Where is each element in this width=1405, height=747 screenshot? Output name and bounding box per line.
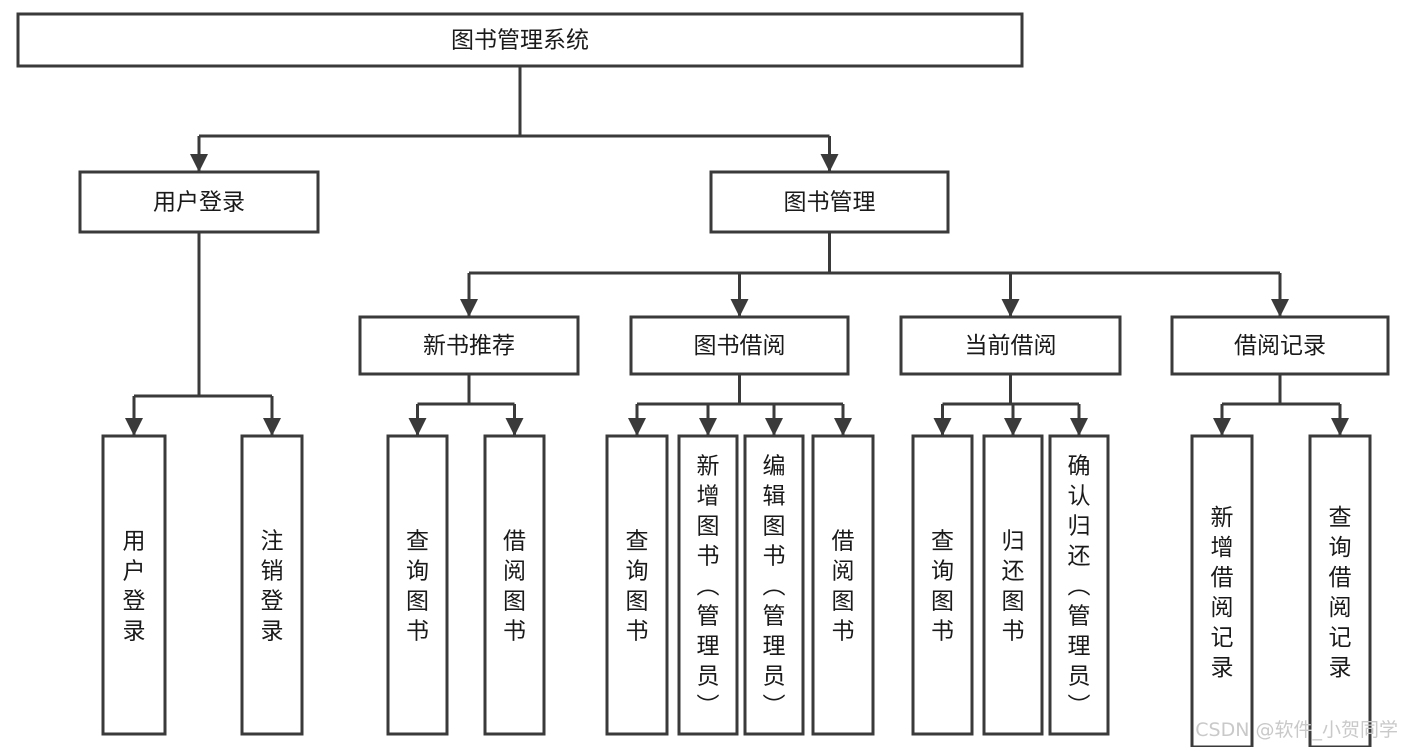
node-box-book-borrow <box>629 315 850 376</box>
node-l-add-record[interactable]: 新增借阅记录 <box>1190 434 1254 747</box>
node-label-l-add-book: 新增图书︵管理员︶ <box>697 453 720 719</box>
node-box-user-login <box>78 170 320 234</box>
node-label-l-add-record: 新增借阅记录 <box>1211 505 1234 681</box>
node-label-new-book-rec: 新书推荐 <box>423 333 515 359</box>
node-label-borrow-record: 借阅记录 <box>1234 333 1326 359</box>
node-label-book-borrow: 图书借阅 <box>694 333 786 359</box>
arrow-head-l-edit-book <box>765 418 783 436</box>
arrow-head-leaf-user-login <box>125 418 143 436</box>
node-layer: 图书管理系统用户登录图书管理新书推荐图书借阅当前借阅借阅记录用户登录注销登录查询… <box>16 12 1390 747</box>
node-box-l-query-book-1 <box>386 434 449 736</box>
node-label-l-borrow-book-1: 借阅图书 <box>503 528 526 644</box>
node-l-borrow-book-1[interactable]: 借阅图书 <box>483 434 546 736</box>
node-label-l-confirm-return: 确认归还︵管理员︶ <box>1068 453 1091 719</box>
arrow-head-current-borrow <box>1001 299 1020 317</box>
node-box-new-book-rec <box>358 315 580 376</box>
node-label-l-edit-book: 编辑图书︵管理员︶ <box>763 453 786 719</box>
node-box-l-query-book-2 <box>605 434 669 736</box>
arrow-head-book-borrow <box>730 299 749 317</box>
node-label-root: 图书管理系统 <box>451 28 589 54</box>
node-label-l-query-book-3: 查询图书 <box>931 528 954 644</box>
arrow-head-l-query-book-1 <box>408 418 427 436</box>
node-label-l-query-record: 查询借阅记录 <box>1329 505 1352 681</box>
node-box-l-confirm-return <box>1048 434 1110 736</box>
node-l-query-book-2[interactable]: 查询图书 <box>605 434 669 736</box>
node-book-borrow[interactable]: 图书借阅 <box>629 315 850 376</box>
node-l-borrow-book-2[interactable]: 借阅图书 <box>811 434 875 736</box>
node-box-l-query-record <box>1308 434 1372 747</box>
node-box-borrow-record <box>1170 315 1390 376</box>
node-box-root <box>16 12 1024 68</box>
node-label-l-return-book: 归还图书 <box>1002 528 1025 644</box>
node-box-book-manage <box>709 170 950 234</box>
node-l-add-book[interactable]: 新增图书︵管理员︶ <box>677 434 739 736</box>
arrow-head-l-return-book <box>1004 418 1022 436</box>
node-l-query-book-3[interactable]: 查询图书 <box>911 434 974 736</box>
arrow-head-l-confirm-return <box>1070 418 1088 436</box>
node-current-borrow[interactable]: 当前借阅 <box>899 315 1122 376</box>
arrow-head-user-login <box>190 154 208 172</box>
node-new-book-rec[interactable]: 新书推荐 <box>358 315 580 376</box>
arrow-head-new-book-rec <box>460 299 478 317</box>
arrow-head-leaf-user-logout <box>263 418 281 436</box>
node-box-leaf-user-login <box>101 434 167 736</box>
node-book-manage[interactable]: 图书管理 <box>709 170 950 234</box>
node-box-l-query-book-3 <box>911 434 974 736</box>
node-l-return-book[interactable]: 归还图书 <box>982 434 1044 736</box>
node-box-l-return-book <box>982 434 1044 736</box>
node-l-query-book-1[interactable]: 查询图书 <box>386 434 449 736</box>
node-l-edit-book[interactable]: 编辑图书︵管理员︶ <box>743 434 805 736</box>
node-label-l-borrow-book-2: 借阅图书 <box>832 528 855 644</box>
node-label-leaf-user-login: 用户登录 <box>123 528 146 644</box>
arrow-head-l-add-book <box>699 418 717 436</box>
csdn-watermark: CSDN @软件_小贺同学 <box>1195 719 1398 741</box>
node-box-current-borrow <box>899 315 1122 376</box>
arrow-head-l-borrow-book-1 <box>505 418 524 436</box>
node-label-l-query-book-2: 查询图书 <box>626 528 649 644</box>
arrow-head-l-borrow-book-2 <box>834 418 852 436</box>
node-label-current-borrow: 当前借阅 <box>965 333 1057 359</box>
node-label-book-manage: 图书管理 <box>784 190 876 216</box>
node-l-query-record[interactable]: 查询借阅记录 <box>1308 434 1372 747</box>
node-leaf-user-logout[interactable]: 注销登录 <box>240 434 304 736</box>
arrow-head-l-add-record <box>1213 418 1231 436</box>
arrow-head-book-manage <box>820 154 839 172</box>
node-box-l-borrow-book-1 <box>483 434 546 736</box>
arrow-head-l-query-book-2 <box>628 418 646 436</box>
arrow-head-borrow-record <box>1271 299 1289 317</box>
arrow-head-l-query-record <box>1331 418 1349 436</box>
node-leaf-user-login[interactable]: 用户登录 <box>101 434 167 736</box>
node-root[interactable]: 图书管理系统 <box>16 12 1024 68</box>
node-label-user-login: 用户登录 <box>153 190 245 216</box>
arrow-head-l-query-book-3 <box>933 418 952 436</box>
node-l-confirm-return[interactable]: 确认归还︵管理员︶ <box>1048 434 1110 736</box>
node-box-leaf-user-logout <box>240 434 304 736</box>
node-box-l-edit-book <box>743 434 805 736</box>
node-label-l-query-book-1: 查询图书 <box>406 528 429 644</box>
node-box-l-borrow-book-2 <box>811 434 875 736</box>
node-box-l-add-book <box>677 434 739 736</box>
node-user-login[interactable]: 用户登录 <box>78 170 320 234</box>
connector-layer <box>125 66 1349 436</box>
node-borrow-record[interactable]: 借阅记录 <box>1170 315 1390 376</box>
node-box-l-add-record <box>1190 434 1254 747</box>
node-label-leaf-user-logout: 注销登录 <box>261 528 284 644</box>
